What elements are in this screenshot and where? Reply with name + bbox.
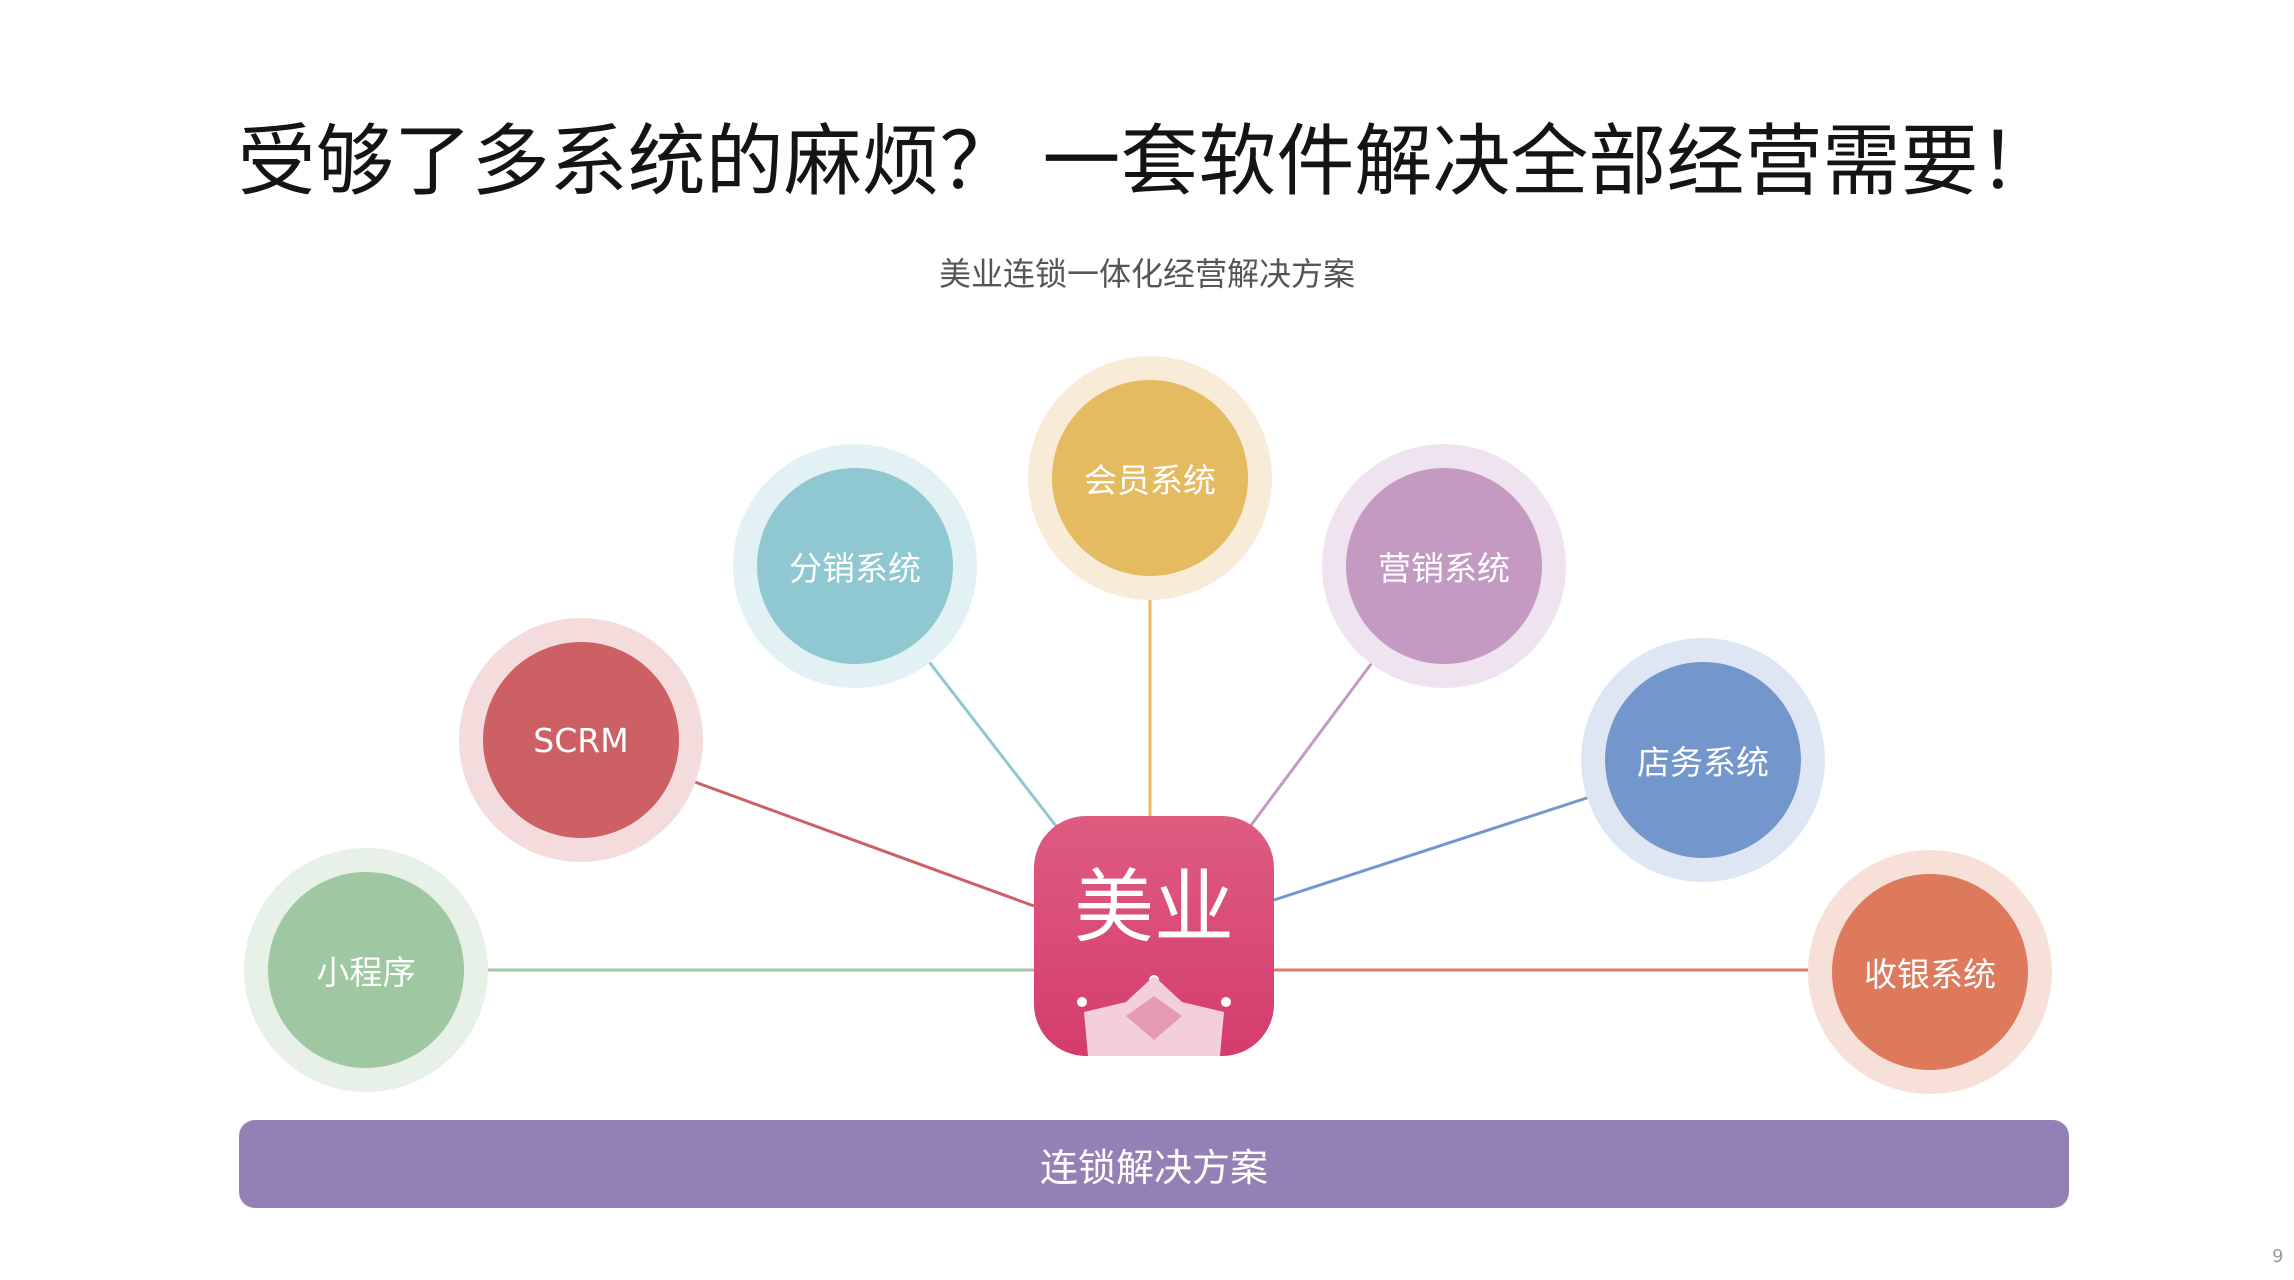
node-store-label: 店务系统 [1637,743,1769,782]
node-distribution-label: 分销系统 [789,549,921,588]
node-scrm-circle: SCRM [483,642,679,838]
chain-solution-bar: 连锁解决方案 [239,1120,2069,1208]
node-mini-program-label: 小程序 [316,953,416,992]
node-mini-program: 小程序 [244,848,488,1092]
node-scrm: SCRM [459,618,703,862]
node-distribution-circle: 分销系统 [757,468,953,664]
node-member: 会员系统 [1028,356,1272,600]
node-cashier-label: 收银系统 [1864,955,1996,994]
crown-icon [1077,975,1231,1056]
page-title: 受够了多系统的麻烦？ 一套软件解决全部经营需要！ [237,117,2057,207]
node-cashier: 收银系统 [1808,850,2052,1094]
node-mini-program-circle: 小程序 [268,872,464,1068]
node-store-circle: 店务系统 [1605,662,1801,858]
node-scrm-label: SCRM [533,720,629,760]
node-cashier-circle: 收银系统 [1832,874,2028,1070]
page-number: 9 [2272,1246,2284,1267]
center-app-icon: 美业 [1034,816,1274,1056]
node-marketing-circle: 营销系统 [1346,468,1542,664]
page-subtitle: 美业连锁一体化经营解决方案 [938,255,1355,293]
node-marketing: 营销系统 [1322,444,1566,688]
node-member-circle: 会员系统 [1052,380,1248,576]
node-distribution: 分销系统 [733,444,977,688]
node-marketing-label: 营销系统 [1378,549,1510,588]
node-member-label: 会员系统 [1084,461,1216,500]
center-app-label: 美业 [1074,861,1234,954]
chain-solution-label: 连锁解决方案 [1039,1145,1268,1190]
node-store: 店务系统 [1581,638,1825,882]
